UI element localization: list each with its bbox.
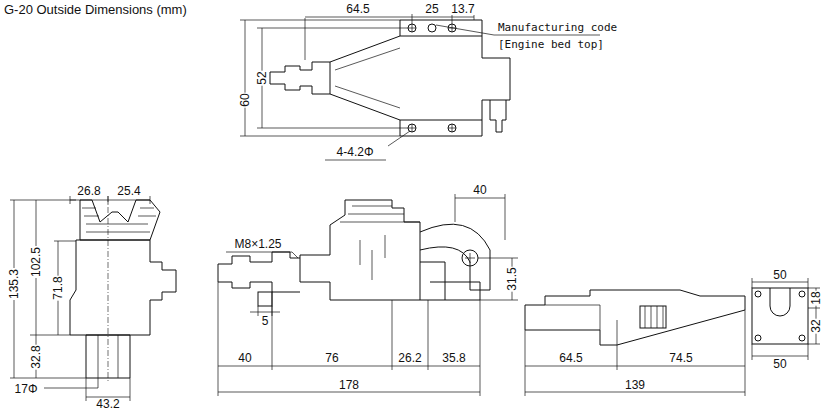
drawing-line xyxy=(428,24,436,32)
front-view xyxy=(10,196,176,401)
drawing-line xyxy=(218,252,300,292)
drawing-line xyxy=(388,131,410,146)
drawing-line xyxy=(325,160,386,161)
drawing-line xyxy=(525,290,745,345)
drawing-line xyxy=(408,24,456,132)
drawing-line xyxy=(70,196,150,204)
drawing-line xyxy=(770,288,790,316)
dimension-label: 43.2 xyxy=(95,398,120,410)
bottom-view xyxy=(525,290,745,396)
dimension-label: 5 xyxy=(261,315,270,327)
dimension-label: 25 xyxy=(424,3,439,15)
drawing-line xyxy=(226,252,298,258)
drawing-title: G-20 Outside Dimensions (mm) xyxy=(4,3,187,16)
dimension-label: 76 xyxy=(324,352,339,364)
drawing-line xyxy=(525,310,745,396)
drawing-line xyxy=(300,200,420,300)
drawing-line xyxy=(400,20,482,136)
drawing-line xyxy=(465,253,475,263)
dimension-label: 64.5 xyxy=(558,352,583,364)
drawing-line xyxy=(270,62,330,94)
hole-callout: 4-4.2Φ xyxy=(336,146,375,158)
dimension-label: 52 xyxy=(256,70,268,85)
top-view xyxy=(240,14,600,160)
dimension-label: 50 xyxy=(772,269,787,281)
drawing-line xyxy=(44,378,98,388)
drawing-line xyxy=(640,306,666,328)
dimension-label: 74.5 xyxy=(668,352,693,364)
side-view xyxy=(218,194,518,396)
drawing-line xyxy=(420,262,480,300)
drawing-line xyxy=(258,292,272,306)
dimension-label: 31.5 xyxy=(506,266,518,291)
dimension-label: 139 xyxy=(624,379,646,391)
dimension-label: 25.4 xyxy=(116,185,141,197)
diameter-label: 17Φ xyxy=(14,383,39,395)
drawing-line xyxy=(70,240,176,335)
drawing-line xyxy=(478,258,518,300)
drawing-line xyxy=(545,305,617,345)
dimension-label: 50 xyxy=(772,358,787,370)
drawing-line xyxy=(340,206,420,222)
note-text: [Engine bed top] xyxy=(497,39,605,50)
drawing-line xyxy=(80,200,160,240)
dimension-label: 32.8 xyxy=(30,344,42,369)
drawing-line xyxy=(218,282,480,396)
dimension-label: 18 xyxy=(810,290,822,305)
dimension-label: 26.2 xyxy=(397,352,422,364)
drawing-line xyxy=(82,208,156,232)
drawing-line xyxy=(240,20,408,136)
drawing-line xyxy=(799,335,805,341)
dimension-label: 71.8 xyxy=(52,275,64,300)
thread-label: M8×1.25 xyxy=(233,238,282,250)
dimension-label: 64.5 xyxy=(345,3,370,15)
drawing-line xyxy=(755,335,761,341)
dimension-label: 102.5 xyxy=(30,246,42,278)
dimension-label: 135.3 xyxy=(8,268,20,300)
dimension-label: 40 xyxy=(472,184,487,196)
drawing-line xyxy=(490,100,506,132)
drawing-line xyxy=(10,200,86,378)
drawing-line xyxy=(755,291,761,297)
drawing-line xyxy=(455,194,505,240)
drawing-line xyxy=(108,196,109,382)
drawing-line xyxy=(752,288,808,344)
dimension-label: 60 xyxy=(239,92,251,107)
drawing-line xyxy=(335,48,400,108)
drawing-line xyxy=(420,224,490,290)
dimension-label: 35.8 xyxy=(441,352,466,364)
dimension-label: 40 xyxy=(237,352,252,364)
drawing-line xyxy=(645,306,663,328)
drawing-line xyxy=(330,36,400,120)
drawing-line xyxy=(360,235,385,280)
drawing-line xyxy=(305,14,474,60)
note-text: Manufacturing code xyxy=(497,22,618,33)
dimension-label: 26.8 xyxy=(76,185,101,197)
drawing-line xyxy=(799,291,805,297)
dimension-label: 13.7 xyxy=(450,3,475,15)
dimension-label: 32 xyxy=(810,318,822,333)
dimension-label: 178 xyxy=(338,379,360,391)
drawing-line xyxy=(462,250,478,266)
